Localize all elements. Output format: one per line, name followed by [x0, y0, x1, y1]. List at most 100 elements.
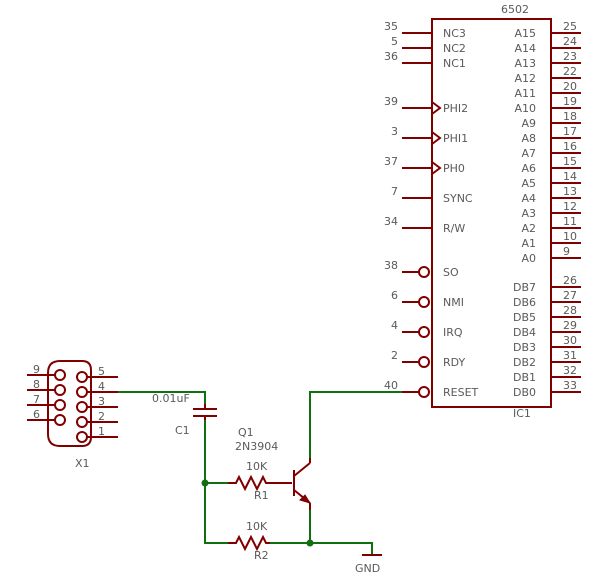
ground-label: GND — [355, 562, 380, 575]
pin-label: A3 — [521, 207, 536, 220]
ic-right-pins: 25A1524A1423A1322A1220A1119A1018A917A816… — [513, 20, 581, 399]
pin-number: 16 — [563, 140, 577, 153]
pin-label: RESET — [443, 386, 479, 399]
pin-number: 9 — [563, 245, 570, 258]
pin-label: A15 — [514, 27, 536, 40]
pin-label: NMI — [443, 296, 464, 309]
pin-number: 24 — [563, 35, 577, 48]
pin-label: DB4 — [513, 326, 536, 339]
transistor-ref: Q1 — [238, 426, 254, 439]
connector-pin-number: 8 — [33, 378, 40, 391]
resistor-value: 10K — [246, 460, 268, 473]
pin-number: 30 — [563, 334, 577, 347]
pin-number: 27 — [563, 289, 577, 302]
clock-symbol — [431, 161, 442, 175]
pin-label: DB1 — [513, 371, 536, 384]
wire-gnd — [309, 508, 373, 555]
connector-pin-number: 2 — [98, 410, 105, 423]
pin-label: A0 — [521, 252, 536, 265]
connector-contact — [54, 414, 66, 426]
inversion-bubble — [418, 356, 430, 368]
connector-contacts — [54, 369, 88, 443]
connector-contact — [76, 371, 88, 383]
pin-number: 14 — [563, 170, 577, 183]
inversion-bubble — [418, 386, 430, 398]
pin-number: 23 — [563, 50, 577, 63]
inversion-bubble — [418, 296, 430, 308]
ic-6502: 6502 IC1 35NC35NC236NC139PHI23PHI137PH07… — [384, 3, 581, 420]
pin-number: 6 — [391, 289, 398, 302]
wire-reset — [309, 391, 402, 460]
resistor-ref: R2 — [254, 549, 269, 562]
resistor-ref: R1 — [254, 489, 269, 502]
pin-number: 20 — [563, 80, 577, 93]
clock-symbol — [431, 101, 442, 115]
pin-label: NC2 — [443, 42, 466, 55]
pin-label: A13 — [514, 57, 536, 70]
pin-label: A4 — [521, 192, 536, 205]
pin-number: 13 — [563, 185, 577, 198]
connector-shell — [47, 360, 92, 447]
transistor-collector — [293, 462, 311, 477]
pin-label: A10 — [514, 102, 536, 115]
pin-number: 15 — [563, 155, 577, 168]
transistor-emitter-arrow — [299, 494, 312, 504]
junction-dot — [306, 539, 314, 547]
capacitor-c1: 0.01uF C1 — [152, 392, 217, 437]
connector-pin-number: 4 — [98, 380, 105, 393]
pin-label: A6 — [521, 162, 536, 175]
pin-label: SO — [443, 266, 459, 279]
transistor-q1: Q1 2N3904 — [235, 426, 312, 510]
ic-ref: IC1 — [513, 407, 531, 420]
connector-pin-number: 6 — [33, 408, 40, 421]
pin-label: A1 — [521, 237, 536, 250]
pin-number: 29 — [563, 319, 577, 332]
pin-label: PH0 — [443, 162, 465, 175]
pin-number: 26 — [563, 274, 577, 287]
inversion-bubble — [418, 266, 430, 278]
pin-label: DB5 — [513, 311, 536, 324]
pin-label: A9 — [521, 117, 536, 130]
pin-number: 22 — [563, 65, 577, 78]
ic-left-pins: 35NC35NC236NC139PHI23PHI137PH07SYNC34R/W… — [384, 20, 479, 399]
resistor-r1: 10K R1 — [228, 460, 292, 502]
pin-label: IRQ — [443, 326, 463, 339]
pin-number: 39 — [384, 95, 398, 108]
pin-number: 31 — [563, 349, 577, 362]
ic-name: 6502 — [501, 3, 529, 16]
ic-pin-rw: 34R/W — [384, 215, 465, 235]
pin-label: DB6 — [513, 296, 536, 309]
resistor-zigzag — [228, 534, 270, 552]
pin-number: 7 — [391, 185, 398, 198]
connector-contact — [54, 384, 66, 396]
connector-contact — [76, 431, 88, 443]
pin-number: 18 — [563, 110, 577, 123]
